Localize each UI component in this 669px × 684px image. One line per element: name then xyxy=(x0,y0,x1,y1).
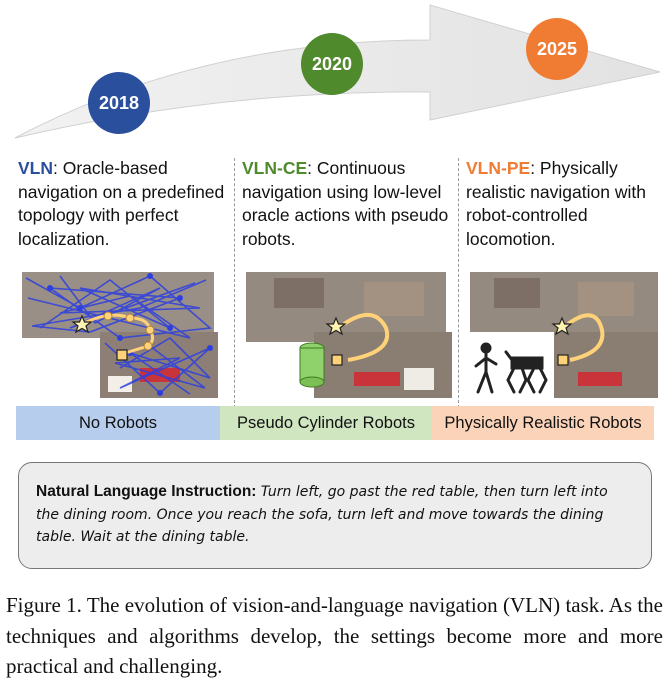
topology-graph-image xyxy=(20,268,220,400)
cylinder-robot-image xyxy=(244,268,454,400)
column-divider-2 xyxy=(458,158,459,408)
vln-pe-description: VLN-PE: Physically realistic navigation … xyxy=(466,157,661,251)
cylinder-robot-scene xyxy=(244,268,454,400)
vln-ce-description: VLN-CE: Continuous navigation using low-… xyxy=(242,157,457,251)
legged-robots-image xyxy=(468,268,660,400)
vln-ce-text: : Continuous navigation using low-level … xyxy=(242,158,449,249)
vln-ce-title: VLN-CE xyxy=(242,158,308,178)
vln-pe-text: : Physically realistic navigation with r… xyxy=(466,158,646,249)
year-badge-2018: 2018 xyxy=(88,72,150,134)
year-badge-2020: 2020 xyxy=(301,33,363,95)
topology-graph-scene xyxy=(20,268,220,400)
column-divider-1 xyxy=(234,158,235,408)
instruction-text: Turn left, go past the red table, then t… xyxy=(36,484,608,545)
no-robots-label: No Robots xyxy=(16,406,220,440)
vln-text: : Oracle-based navigation on a predefine… xyxy=(18,158,225,249)
vln-title: VLN xyxy=(18,158,53,178)
figure-caption: Figure 1. The evolution of vision-and-la… xyxy=(6,593,663,678)
physically-realistic-robots-label: Physically Realistic Robots xyxy=(432,406,654,440)
pseudo-cylinder-robots-label: Pseudo Cylinder Robots xyxy=(220,406,432,440)
instruction-label: Natural Language Instruction: xyxy=(36,483,257,500)
legged-robots-scene xyxy=(468,268,660,400)
vln-pe-title: VLN-PE xyxy=(466,158,531,178)
year-badge-2025: 2025 xyxy=(526,18,588,80)
instruction-box: Natural Language Instruction: Turn left,… xyxy=(18,462,652,569)
vln-description: VLN: Oracle-based navigation on a predef… xyxy=(18,157,233,251)
